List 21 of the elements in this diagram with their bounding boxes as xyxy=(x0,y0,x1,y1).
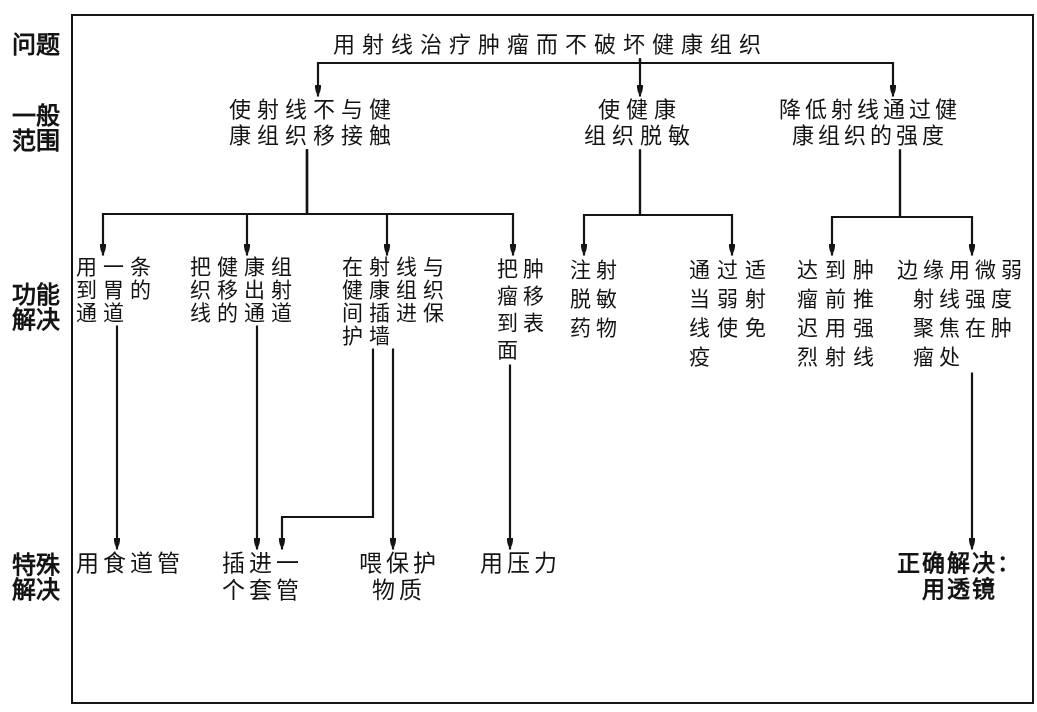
specific-solution-text: 插进一个套管 xyxy=(222,550,304,604)
row-label: 功能解决 xyxy=(12,282,61,332)
specific-solution-text: 用食道管 xyxy=(76,550,185,577)
row-label: 问题 xyxy=(12,32,61,57)
functional-solution-text: 用一条到胃的通道 xyxy=(76,256,158,325)
problem-statement: 用射线治疗肿瘤而不破坏健康组织 xyxy=(333,32,769,58)
general-approach-text: 降低射线通过健康组织的强度 xyxy=(778,97,961,149)
functional-solution-text: 通过适当弱射线使免疫 xyxy=(689,256,774,372)
general-approach-text: 使射线不与健康组织移接触 xyxy=(229,97,398,149)
row-label: 特殊解决 xyxy=(12,552,61,602)
functional-solution-text: 边缘用微弱射线强度聚焦在肿瘤处 xyxy=(897,256,1028,372)
functional-solution-text: 把肿瘤移到表面 xyxy=(497,256,550,364)
specific-solution-text: 喂保护物质 xyxy=(358,550,440,604)
general-approach-text: 使健康组织脱敏 xyxy=(584,97,697,149)
functional-solution-text: 达到肿瘤前推迟用强烈射线 xyxy=(797,256,882,372)
specific-solution-text: 正确解决：用透镜 xyxy=(896,550,1022,602)
specific-solution-text: 用压力 xyxy=(480,550,562,577)
functional-solution-text: 把健康组织移出射线的通道 xyxy=(190,256,299,325)
row-label: 一般范围 xyxy=(12,103,61,153)
functional-solution-text: 在射线与健康组织间插进保护墙 xyxy=(342,256,451,348)
functional-solution-text: 注射脱敏药物 xyxy=(570,256,623,343)
